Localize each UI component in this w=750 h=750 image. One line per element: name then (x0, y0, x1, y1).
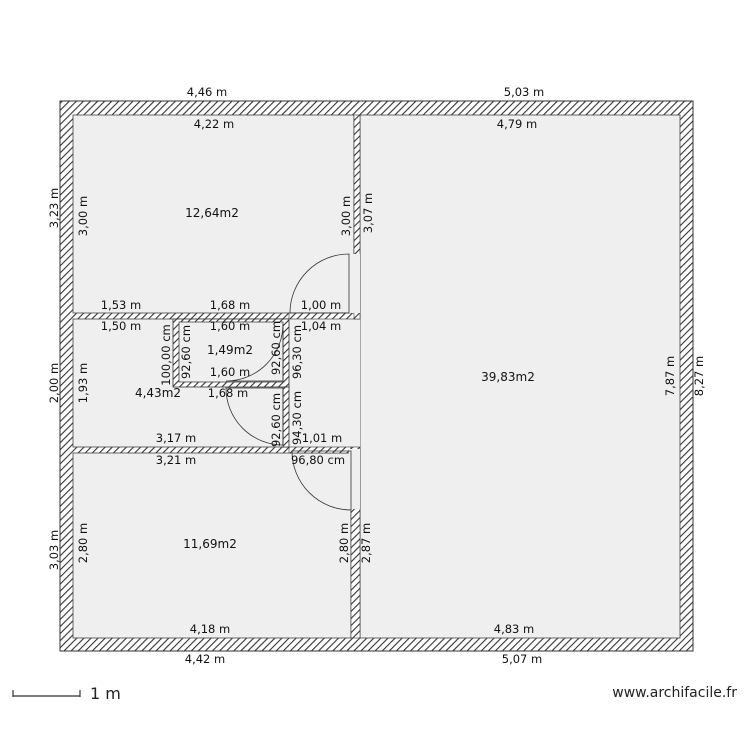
dim-h1-right-upper: 1,00 m (301, 298, 341, 312)
dim-mid-wall-bottom-right: 2,87 m (359, 523, 373, 563)
area-room-top-left: 12,64m2 (185, 206, 239, 220)
wc-floor (178, 321, 284, 383)
dim-mid-wall-right-inner: 3,07 m (361, 193, 375, 233)
dim-wc-left-inner: 92,60 cm (179, 325, 193, 379)
dim-left-bottom-outer: 3,03 m (47, 530, 61, 570)
dim-h2-right-upper: 1,01 m (302, 431, 342, 445)
dim-h1-mid-lower: 1,60 m (210, 319, 250, 333)
dim-mid-wall-left-inner: 3,00 m (339, 196, 353, 236)
area-wc: 1,49m2 (207, 343, 253, 357)
door-swing-wc (225, 323, 284, 382)
dim-wc-right-lower-a: 92,60 cm (269, 393, 283, 447)
dim-left-top-inner: 3,00 m (76, 196, 90, 236)
room-bottom-left-floor (72, 452, 352, 639)
dim-h2-right-lower: 96,80 cm (291, 453, 345, 467)
dim-top-right-outer: 5,03 m (504, 85, 544, 99)
dim-wc-right-upper: 96,30 cm (290, 325, 304, 379)
door-opening-bottom (349, 449, 360, 509)
door-swing-hall (225, 387, 284, 446)
watermark: www.archifacile.fr (612, 685, 737, 701)
dim-wc-left-outer: 100,00 cm (159, 324, 173, 385)
dim-h1-mid-upper: 1,68 m (210, 298, 250, 312)
area-room-bottom-left: 11,69m2 (183, 537, 237, 551)
dim-h1-right-lower: 1,04 m (301, 319, 341, 333)
door-swing-top (289, 253, 350, 314)
dim-right-outer: 8,27 m (692, 356, 706, 396)
dim-left-mid-inner: 1,93 m (76, 363, 90, 403)
door-swing-bottom (291, 450, 352, 511)
dim-bottom-left-inner: 4,18 m (190, 622, 230, 636)
dim-bottom-right-outer: 5,07 m (502, 652, 542, 666)
dim-bottom-left-outer: 4,42 m (185, 652, 225, 666)
wc-right-wall-lower (282, 386, 290, 448)
dim-mid-wall-bottom-left: 2,80 m (337, 523, 351, 563)
area-room-large: 39,83m2 (481, 370, 535, 384)
mid-wall-top (353, 114, 361, 320)
dim-left-mid-outer: 2,00 m (47, 363, 61, 403)
dim-h1-left-lower: 1,50 m (101, 319, 141, 333)
dim-top-left-inner: 4,22 m (194, 117, 234, 131)
dim-h2-left-lower: 3,21 m (156, 453, 196, 467)
dim-left-bottom-inner: 2,80 m (76, 523, 90, 563)
dim-h2-left-upper: 3,17 m (156, 431, 196, 445)
dim-wc-right-lower-b: 94,30 cm (290, 391, 304, 445)
mid-wall-bottom (350, 446, 361, 639)
dim-right-inner: 7,87 m (663, 356, 677, 396)
dim-top-right-inner: 4,79 m (497, 117, 537, 131)
scale-bar (12, 690, 81, 697)
dim-wc-right-inner: 92,60 cm (269, 321, 283, 375)
dim-bottom-right-inner: 4,83 m (494, 622, 534, 636)
scale-label: 1 m (90, 684, 121, 703)
dim-wc-bottom-upper: 1,60 m (210, 365, 250, 379)
dim-left-top-outer: 3,23 m (47, 188, 61, 228)
dim-top-left-outer: 4,46 m (187, 85, 227, 99)
hall-floor-right (289, 319, 360, 449)
room-top-left-floor (72, 114, 355, 314)
area-hall: 4,43m2 (135, 386, 181, 400)
room-large-floor (359, 114, 681, 639)
dim-wc-bottom-lower: 1,68 m (208, 386, 248, 400)
door-opening-top (349, 254, 360, 313)
dim-h1-left-upper: 1,53 m (101, 298, 141, 312)
